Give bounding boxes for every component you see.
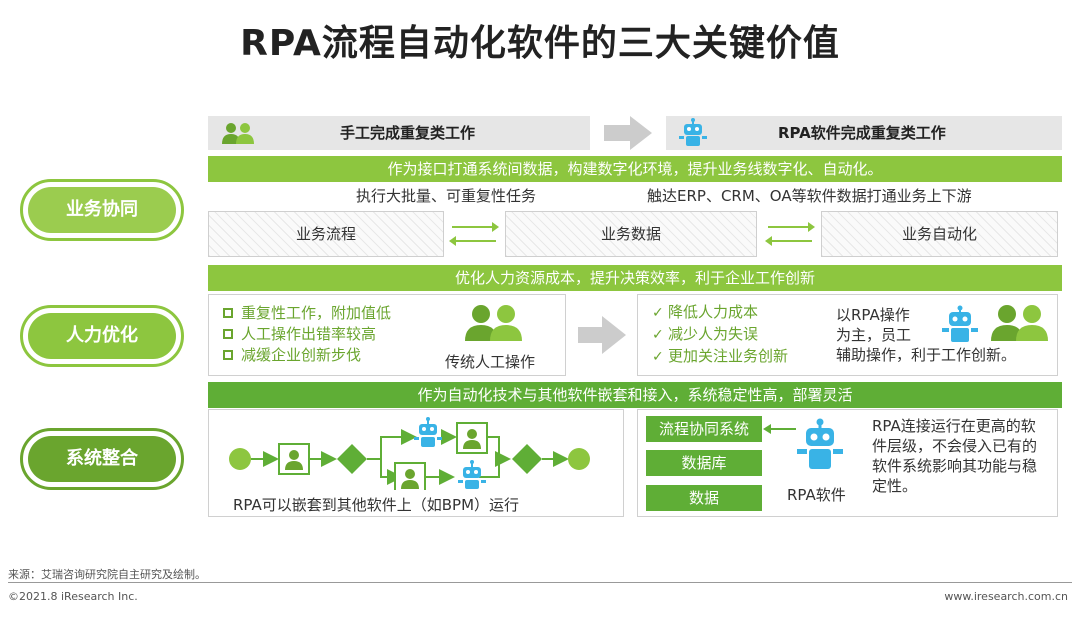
people-icon xyxy=(222,123,254,144)
business-box-process: 业务流程 xyxy=(208,211,444,257)
exchange-arrows-icon xyxy=(765,222,815,246)
system-box-database: 数据库 xyxy=(646,450,762,476)
rpa-integration-note-line: 软件系统影响其功能与稳 xyxy=(872,457,1038,475)
page-title: RPA流程自动化软件的三大关键价值 xyxy=(240,23,840,64)
source-note: 来源：艾瑞咨询研究院自主研究及绘制。 xyxy=(8,568,206,581)
robot-icon xyxy=(679,118,707,146)
footer-divider xyxy=(8,582,1072,583)
rpa-ops-note-line: 为主，员工 xyxy=(836,326,912,344)
manual-ops-panel: 重复性工作，附加值低 人工操作出错率较高 减缓企业创新步伐 传统人工操作 xyxy=(208,294,566,376)
site-url: www.iresearch.com.cn xyxy=(944,590,1068,603)
business-oval-label: 业务协同 xyxy=(28,187,176,233)
list-item: ✓降低人力成本 xyxy=(652,303,759,321)
list-item: 减缓企业创新步伐 xyxy=(223,345,391,366)
manpower-oval-label: 人力优化 xyxy=(28,313,176,359)
rpa-work-header: RPA软件完成重复类工作 xyxy=(666,116,1062,150)
rpa-ops-panel: ✓降低人力成本 ✓减少人为失误 ✓更加关注业务创新 以RPA操作 为主，员工 辅… xyxy=(637,294,1058,376)
list-item: 重复性工作，附加值低 xyxy=(223,303,391,324)
bpm-flow-panel: RPA可以嵌套到其他软件上（如BPM）运行 xyxy=(208,409,624,517)
people-icon xyxy=(465,305,522,341)
arrow-right-icon xyxy=(604,116,652,150)
manual-work-header: 手工完成重复类工作 xyxy=(208,116,590,150)
system-oval-label: 系统整合 xyxy=(28,436,176,482)
list-item: ✓减少人为失误 xyxy=(652,325,759,343)
exchange-arrows-icon xyxy=(449,222,499,246)
business-oval: 业务协同 xyxy=(20,179,184,241)
business-banner: 作为接口打通系统间数据，构建数字化环境，提升业务线数字化、自动化。 xyxy=(208,156,1062,182)
business-box-data: 业务数据 xyxy=(505,211,757,257)
rpa-integration-panel: 流程协同系统 数据库 数据 RPA软件 RPA连接运行在更高的软 件层级，不会侵… xyxy=(637,409,1058,517)
manual-work-label: 手工完成重复类工作 xyxy=(340,124,476,142)
robot-icon xyxy=(942,305,978,342)
rpa-integration-note-line: 定性。 xyxy=(872,477,918,495)
list-item: ✓更加关注业务创新 xyxy=(652,347,789,365)
robot-icon xyxy=(414,417,442,447)
system-box-data: 数据 xyxy=(646,485,762,511)
business-sub-right: 触达ERP、CRM、OA等软件数据打通业务上下游 xyxy=(647,187,972,205)
rpa-ops-note-line: 辅助操作，利于工作创新。 xyxy=(836,346,1017,364)
arrow-left-icon xyxy=(763,424,796,434)
people-icon xyxy=(991,305,1048,341)
system-banner: 作为自动化技术与其他软件嵌套和接入，系统稳定性高，部署灵活 xyxy=(208,382,1062,408)
arrow-right-icon xyxy=(578,316,626,354)
robot-icon xyxy=(458,460,486,489)
rpa-software-caption: RPA软件 xyxy=(787,486,846,504)
rpa-integration-note-line: 件层级，不会侵入已有的 xyxy=(872,437,1038,455)
business-box-automation: 业务自动化 xyxy=(821,211,1058,257)
manpower-oval: 人力优化 xyxy=(20,305,184,367)
list-item: 人工操作出错率较高 xyxy=(223,324,391,345)
rpa-work-label: RPA软件完成重复类工作 xyxy=(778,124,946,142)
manual-ops-caption: 传统人工操作 xyxy=(445,353,536,371)
rpa-ops-note-line: 以RPA操作 xyxy=(836,306,910,324)
copyright: ©2021.8 iResearch Inc. xyxy=(8,590,138,603)
bpm-flow-diagram xyxy=(229,417,590,490)
bpm-flow-caption: RPA可以嵌套到其他软件上（如BPM）运行 xyxy=(233,496,520,514)
robot-icon xyxy=(797,418,843,469)
manpower-banner: 优化人力资源成本，提升决策效率，利于企业工作创新 xyxy=(208,265,1062,291)
system-box-workflow: 流程协同系统 xyxy=(646,416,762,442)
system-oval: 系统整合 xyxy=(20,428,184,490)
rpa-integration-note-line: RPA连接运行在更高的软 xyxy=(872,417,1036,435)
business-sub-left: 执行大批量、可重复性任务 xyxy=(356,187,537,205)
